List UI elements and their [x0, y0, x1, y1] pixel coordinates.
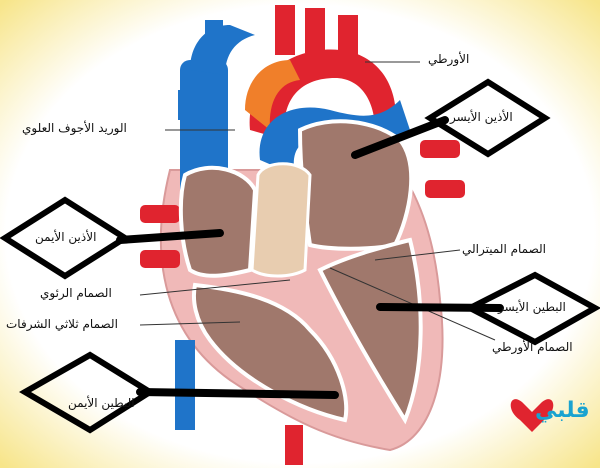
aorta-branch-1 — [275, 5, 295, 55]
label-left-ventricle: البطين الأيسر — [498, 300, 566, 314]
label-pulmonary-valve: الصمام الرئوي — [40, 286, 112, 300]
redaction-right-ventricle — [140, 392, 335, 395]
pulmonary-vein-right-1 — [420, 140, 460, 158]
label-aortic-valve: الصمام الأورطي — [492, 340, 573, 354]
inferior-vena-cava — [175, 340, 195, 430]
pulmonary-vein-left-2 — [140, 250, 180, 268]
vena-cava-branch — [205, 20, 223, 60]
label-right-atrium: الأذين الأيمن — [35, 230, 96, 244]
label-mitral-valve: الصمام الميترالي — [462, 242, 546, 256]
redaction-left-ventricle — [380, 307, 500, 308]
descending-aorta-bottom — [285, 425, 303, 465]
pulmonary-vein-left-1 — [140, 205, 180, 223]
aorta-branch-3 — [338, 15, 358, 55]
pulmonary-trunk — [252, 164, 310, 276]
label-right-ventricle: البطين الأيمن — [68, 396, 135, 410]
pulmonary-vein-right-2 — [425, 180, 465, 198]
label-superior-vena-cava: الوريد الأجوف العلوي — [22, 121, 127, 135]
label-aorta: الأورطي — [428, 52, 469, 66]
logo-text: قلبي — [535, 398, 590, 423]
right-atrium-chamber — [181, 168, 255, 276]
label-left-atrium: الأذين الأيسر — [450, 110, 513, 124]
aorta-branch-2 — [305, 8, 325, 53]
vena-cava-side — [178, 90, 196, 120]
label-tricuspid-valve: الصمام ثلاثي الشرفات — [6, 317, 118, 331]
